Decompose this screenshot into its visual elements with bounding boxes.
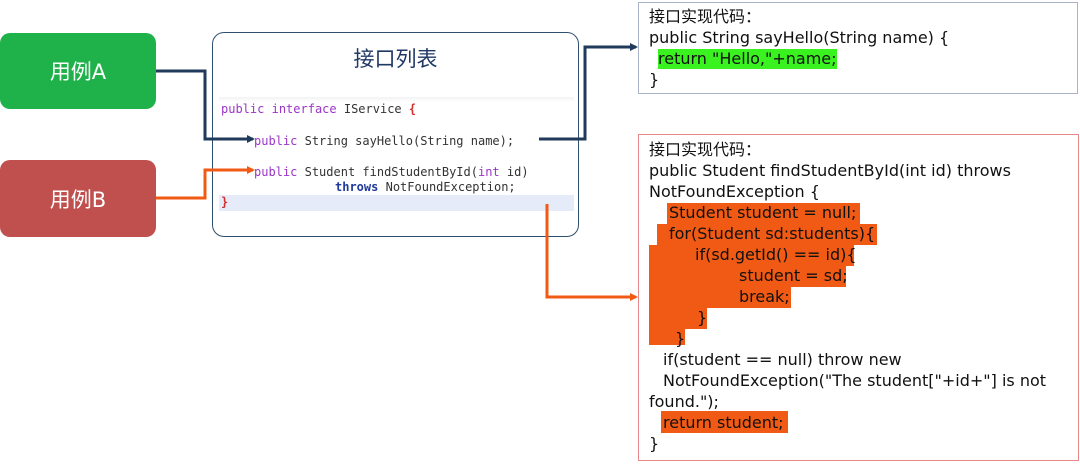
impl-a-body: return "Hello,"+name; <box>658 49 837 69</box>
code-text: IService <box>343 102 402 116</box>
impl-b-line: Student student = null; <box>669 203 857 222</box>
code-line-close: } <box>221 195 228 209</box>
code-keyword: public <box>221 102 265 116</box>
highlight-block <box>649 287 791 308</box>
highlight-block <box>649 329 685 345</box>
code-highlight-line <box>219 195 574 211</box>
code-keyword: throws <box>335 180 379 194</box>
impl-b-line: } <box>675 329 686 348</box>
code-text: Student findStudentById( <box>304 165 478 179</box>
code-keyword: int <box>477 165 500 179</box>
use-case-a-box: 用例A <box>0 33 156 109</box>
impl-b-line: } <box>649 434 660 453</box>
highlight-block <box>649 266 846 287</box>
impl-a-close: } <box>649 70 660 89</box>
code-text: String sayHello(String name); <box>304 134 515 148</box>
impl-b-line: if(student == null) throw new <box>663 350 902 369</box>
impl-b-line: if(sd.getId() == id){ <box>695 245 857 264</box>
impl-b-line: for(Student sd:students){ <box>669 224 876 243</box>
impl-b-line: } <box>697 308 708 327</box>
impl-b-line: return student; <box>663 413 784 432</box>
impl-a-signature: public String sayHello(String name) { <box>649 28 950 47</box>
code-text: id) <box>506 165 529 179</box>
code-brace: { <box>408 102 417 116</box>
code-keyword: public <box>254 165 298 179</box>
impl-b-signature-1: public Student findStudentById(int id) t… <box>649 161 1011 180</box>
impl-b-signature-2: NotFoundException { <box>649 182 820 201</box>
code-line-throws: throws NotFoundException; <box>335 180 516 194</box>
code-line-sayhello: public String sayHello(String name); <box>254 134 514 148</box>
use-case-b-box: 用例B <box>0 160 156 237</box>
code-keyword: interface <box>271 102 337 116</box>
highlight-block <box>649 245 854 266</box>
code-text: NotFoundException; <box>385 180 516 194</box>
code-line-interface: public interface IService { <box>221 102 416 116</box>
interface-list-title: 接口列表 <box>353 47 438 71</box>
code-shade <box>219 97 574 102</box>
highlight-block <box>661 411 788 433</box>
highlight-block <box>649 308 707 329</box>
impl-b-line: break; <box>739 287 790 306</box>
code-line-findstudent: public Student findStudentById(int id) <box>254 165 529 179</box>
impl-a-heading: 接口实现代码： <box>649 7 762 26</box>
use-case-a-label: 用例A <box>49 60 107 84</box>
impl-b-line: student = sd; <box>739 266 848 285</box>
highlight-block <box>657 224 877 245</box>
code-keyword: public <box>254 134 298 148</box>
impl-b-box: 接口实现代码： public Student findStudentById(i… <box>638 134 1079 461</box>
impl-b-heading: 接口实现代码： <box>649 140 762 159</box>
highlight-block <box>667 203 860 224</box>
use-case-b-label: 用例B <box>49 187 107 212</box>
impl-b-line: found."); <box>649 392 719 411</box>
code-brace: } <box>221 195 229 209</box>
impl-a-box: 接口实现代码： public String sayHello(String na… <box>638 2 1078 94</box>
impl-b-line: NotFoundException("The student["+id+"] i… <box>663 371 1047 390</box>
